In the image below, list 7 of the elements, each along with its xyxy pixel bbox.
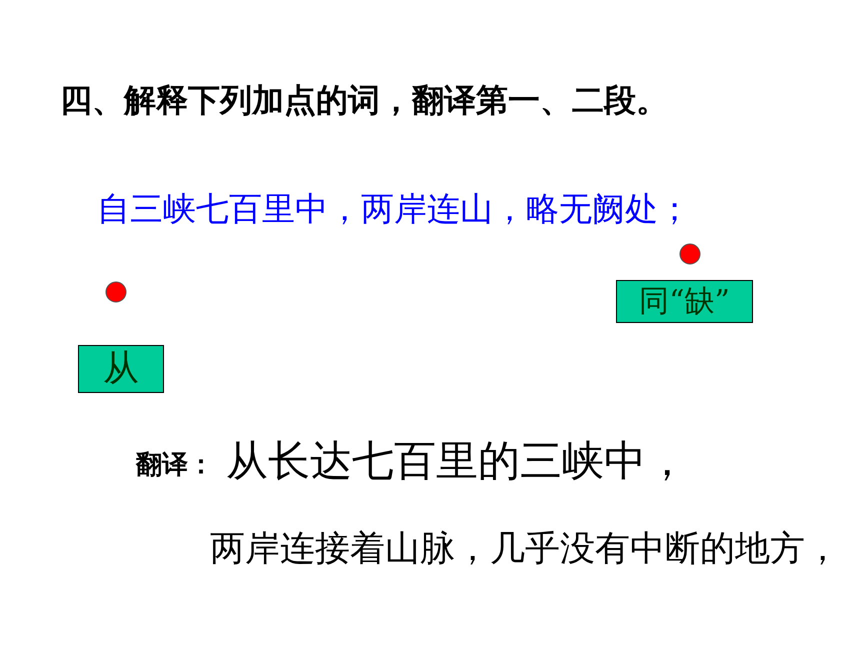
answer-box: 同“缺” <box>616 280 753 323</box>
translation-line: 两岸连接着山脉，几乎没有中断的地方， <box>210 532 840 567</box>
translation-heading: 翻译： <box>136 452 214 478</box>
answer-box: 从 <box>78 345 164 393</box>
translation-line: 从长达七百里的三峡中， <box>226 440 688 482</box>
source-sentence: 自三峡七百里中，两岸连山，略无阙处； <box>97 192 691 225</box>
slide-title: 四、解释下列加点的词，翻译第一、二段。 <box>60 84 668 116</box>
